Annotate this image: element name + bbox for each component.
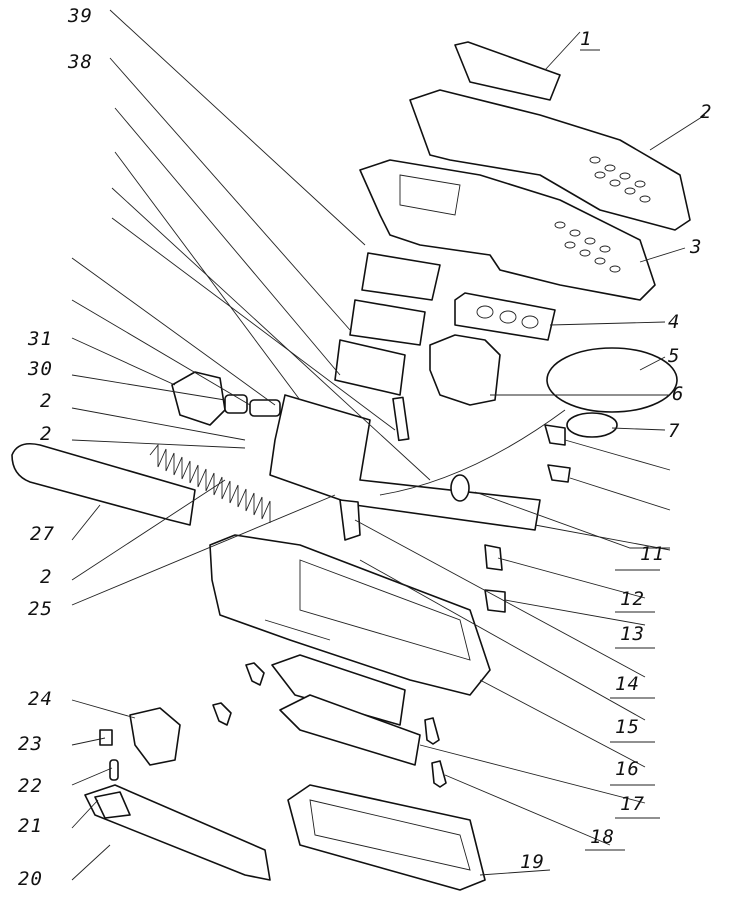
part-1-cap bbox=[455, 42, 560, 100]
callout-13: 13 bbox=[620, 623, 645, 645]
part-38-display-film bbox=[350, 300, 425, 345]
clip-upper bbox=[545, 425, 565, 445]
part-30-shaft bbox=[225, 395, 247, 413]
part-6-bracket bbox=[430, 335, 500, 405]
part-5-speaker-disc bbox=[547, 348, 677, 412]
callout-18: 18 bbox=[590, 826, 615, 848]
part-39-display-frame bbox=[362, 253, 440, 300]
callout-7: 7 bbox=[668, 420, 680, 442]
callout-23: 23 bbox=[18, 733, 43, 755]
part-7-small-disc bbox=[567, 413, 617, 437]
callout-14: 14 bbox=[615, 673, 640, 695]
callout-5: 5 bbox=[668, 345, 680, 367]
part-14-contact bbox=[340, 500, 360, 540]
callout-38: 38 bbox=[67, 51, 93, 73]
part-18-screw bbox=[432, 761, 446, 787]
antenna-wire bbox=[380, 410, 565, 495]
callout-2-b: 2 bbox=[40, 423, 52, 445]
callout-24: 24 bbox=[28, 688, 53, 710]
part-27-antenna-cover bbox=[12, 444, 195, 525]
callout-39: 39 bbox=[67, 5, 93, 27]
callout-25: 25 bbox=[28, 598, 53, 620]
display-panel bbox=[335, 340, 405, 395]
callout-19: 19 bbox=[520, 851, 545, 873]
callout-12: 12 bbox=[620, 588, 645, 610]
part-23-spring bbox=[100, 730, 112, 745]
callout-30: 30 bbox=[27, 358, 53, 380]
part-13-plate bbox=[485, 590, 505, 612]
callout-2-c: 2 bbox=[40, 566, 52, 588]
callout-1: 1 bbox=[580, 28, 592, 50]
display-strip bbox=[393, 397, 409, 440]
part-12-plate bbox=[485, 545, 502, 570]
clip-lower bbox=[548, 465, 570, 482]
callout-17: 17 bbox=[620, 793, 645, 815]
callout-22: 22 bbox=[18, 775, 43, 797]
part-19-battery-door bbox=[288, 785, 485, 890]
board-post bbox=[451, 475, 469, 501]
part-4-button-strip bbox=[455, 293, 555, 340]
callout-2-a: 2 bbox=[40, 390, 52, 412]
callout-27: 27 bbox=[30, 523, 55, 545]
callout-16: 16 bbox=[615, 758, 640, 780]
callout-4: 4 bbox=[668, 311, 680, 333]
callout-3: 3 bbox=[689, 236, 702, 258]
callout-2-top: 2 bbox=[700, 101, 712, 123]
callout-6: 6 bbox=[672, 383, 684, 405]
callout-20: 20 bbox=[18, 868, 43, 890]
part-22-pin bbox=[110, 760, 118, 780]
callout-31: 31 bbox=[27, 328, 53, 350]
callout-11: 11 bbox=[640, 543, 665, 565]
callout-21: 21 bbox=[18, 815, 43, 837]
shaft-extension bbox=[250, 400, 280, 416]
part-24-clip-bracket bbox=[130, 708, 180, 765]
callout-15: 15 bbox=[615, 716, 640, 738]
